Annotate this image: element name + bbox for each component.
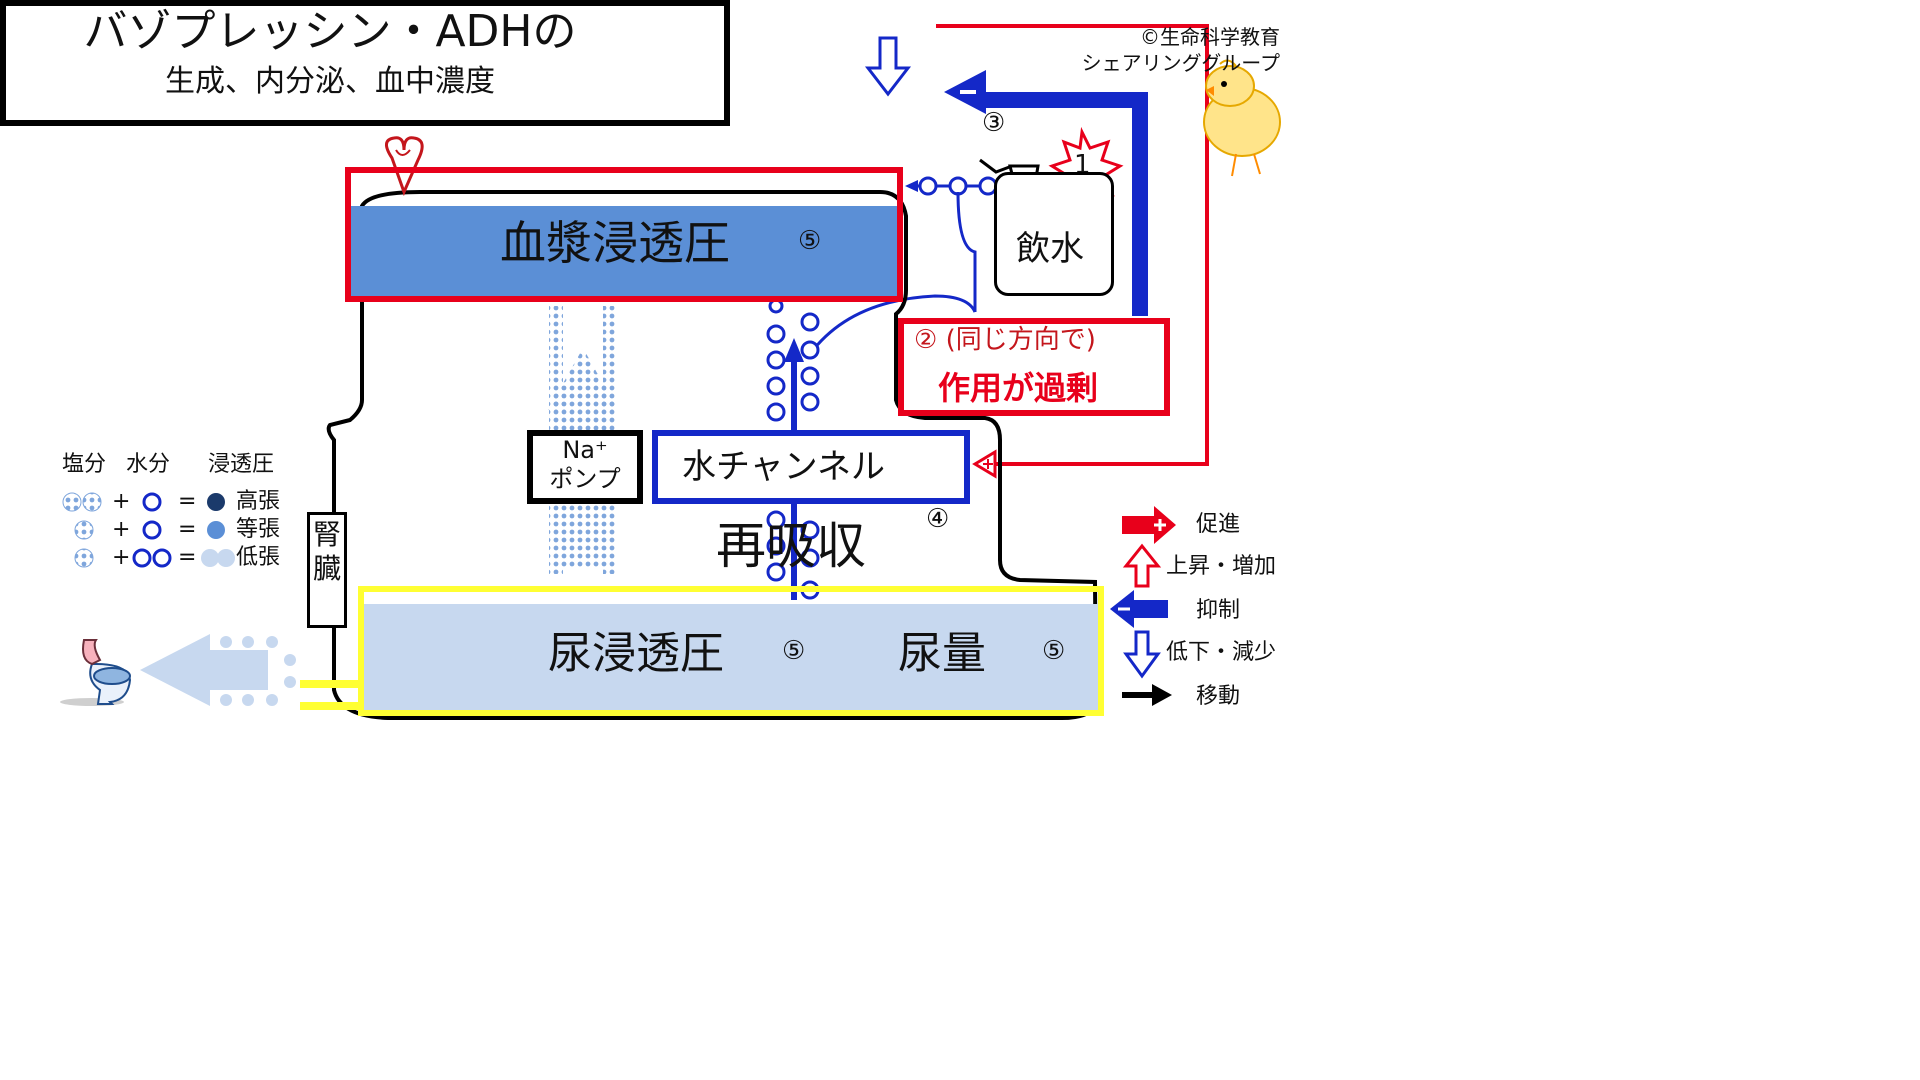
kidney-label-box — [307, 512, 347, 628]
legend-header-salt: 塩分 — [62, 452, 107, 477]
na-pump-box — [527, 430, 643, 504]
water-channel-box — [652, 430, 970, 504]
title-sub: 生成、内分泌、血中濃度 — [165, 64, 495, 99]
legend-plus-1: + — [112, 489, 131, 514]
legend-eq-2: = — [178, 517, 197, 542]
connector-water-2 — [808, 294, 977, 355]
legend-eq-1: = — [178, 489, 197, 514]
feedback-line-red — [936, 24, 1209, 466]
inhibit-arrow-main — [985, 92, 1148, 316]
decrease-arrow-title — [864, 36, 912, 97]
copyright-line1: ©生命科学教育 — [1140, 25, 1280, 49]
adh-title-box: バゾプレッシン・ADHの 生成、内分泌、血中濃度 — [0, 0, 730, 126]
water-channel-label: 水チャンネル — [682, 447, 885, 487]
kidney-label: 腎臓 — [309, 518, 345, 586]
key-rise-label: 上昇・増加 — [1166, 554, 1277, 579]
urine-outflow-arrow — [140, 634, 360, 710]
excess-effect-box — [898, 318, 1170, 416]
legend-header-osm: 浸透圧 — [208, 452, 275, 477]
plasma-fill — [351, 206, 897, 296]
urine-vol-step-num: ⑤ — [1042, 636, 1066, 666]
reabsorption-label: 再吸収 — [716, 517, 866, 575]
excess-line1: ② (同じ方向で) — [914, 325, 1096, 355]
move-key-icon — [1122, 684, 1172, 706]
drink-label: 飲水 — [1016, 229, 1084, 269]
legend-glyphs — [62, 492, 235, 568]
heart-icon — [385, 136, 424, 197]
key-glyphs — [1110, 506, 1176, 706]
title-main: バゾプレッシン・ADHの — [83, 6, 577, 57]
kidney-text: 腎臓 — [312, 518, 341, 585]
drink-box — [994, 172, 1114, 296]
legend-eq-3: = — [178, 545, 197, 570]
excess-line2: 作用が過剰 — [938, 369, 1099, 407]
na-pump-line2: ポンプ — [549, 465, 621, 493]
urine-frame — [358, 586, 1104, 716]
legend-row-hypo: 低張 — [236, 545, 281, 570]
channel-step-num: ④ — [926, 504, 950, 534]
na-pump-line1: Na⁺ — [562, 436, 608, 464]
fall-key-icon — [1123, 630, 1161, 679]
plasma-osmolality-label: 血漿浸透圧 — [500, 216, 730, 270]
kidney-outline — [326, 190, 1099, 720]
plasma-step-num: ⑤ — [798, 226, 822, 256]
key-inhibit-label: 抑制 — [1196, 598, 1241, 623]
toilet-icon — [60, 639, 132, 706]
key-promote-label: 促進 — [1196, 512, 1241, 537]
copyright-line2: シェアリンググループ — [1081, 51, 1280, 75]
rise-key-icon — [1122, 543, 1162, 588]
legend-plus-3: + — [112, 545, 131, 570]
legend-row-hyper: 高張 — [236, 489, 281, 514]
plasma-frame — [345, 167, 903, 302]
na-pump-label: Na⁺ ポンプ — [527, 436, 643, 494]
legend-plus-2: + — [112, 517, 131, 542]
promote-marker — [972, 449, 997, 479]
legend-header-water: 水分 — [126, 452, 171, 477]
promote-key-icon — [1122, 506, 1176, 544]
urine-fill — [364, 604, 1098, 710]
step-3-label: ③ — [982, 108, 1006, 138]
urine-osmolality-label: 尿浸透圧 — [548, 628, 724, 679]
urine-osm-step-num: ⑤ — [782, 636, 806, 666]
key-fall-label: 低下・減少 — [1166, 640, 1277, 665]
legend-row-iso: 等張 — [236, 517, 281, 542]
connector-water-1 — [956, 191, 977, 312]
chick-icon — [1203, 59, 1281, 177]
inhibit-key-icon — [1110, 590, 1168, 628]
key-move-label: 移動 — [1196, 684, 1241, 709]
copyright: ©生命科学教育 シェアリンググループ — [1050, 24, 1280, 76]
urine-volume-label: 尿量 — [898, 628, 986, 679]
